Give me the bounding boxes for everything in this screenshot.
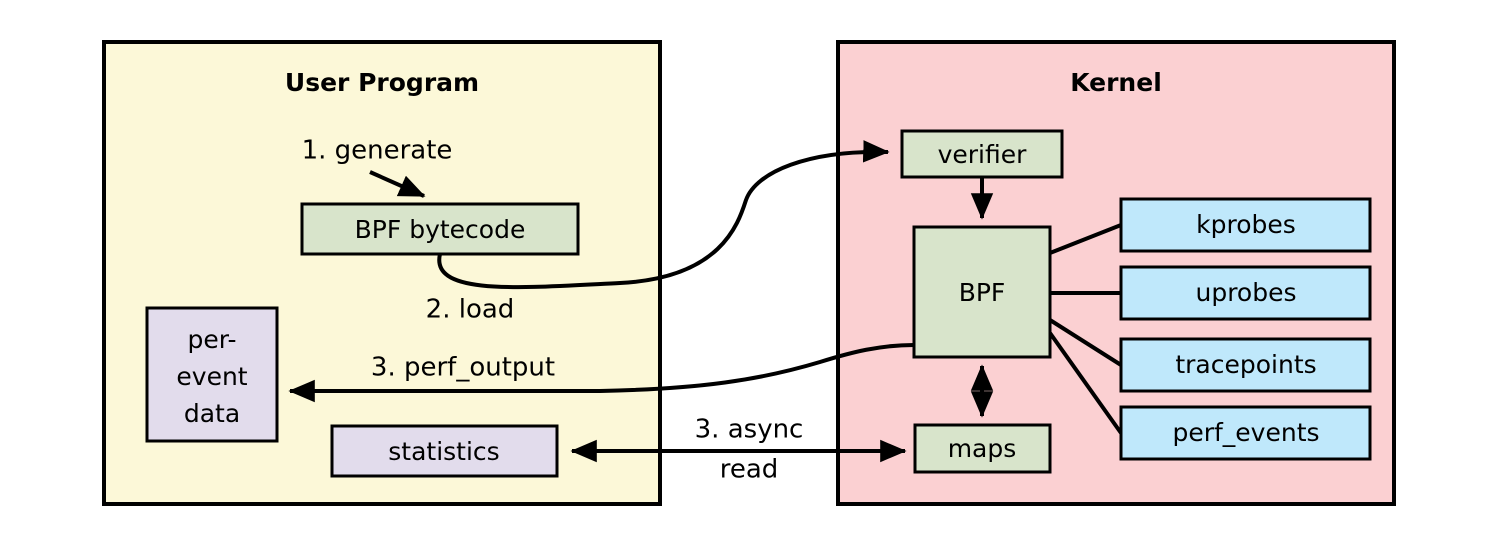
statistics-rect[interactable] [330, 424, 559, 478]
box-bpf-bytecode[interactable]: BPF bytecode [300, 202, 580, 256]
perf-events-label: perf_events [1172, 418, 1319, 447]
statistics-label: statistics [388, 437, 499, 466]
label-generate: 1. generate [302, 136, 453, 166]
kprobes-rect[interactable] [1119, 197, 1372, 253]
edge-generate-arrow [369, 170, 426, 198]
bpf-rect[interactable] [912, 225, 1052, 359]
kprobes-label: kprobes [1196, 210, 1296, 239]
edge-perf-output-arrow [288, 343, 915, 403]
edge-load-arrow [437, 140, 890, 290]
verifier-label: verifier [938, 140, 1028, 169]
edge-bpf-to-tracepoints [1048, 318, 1123, 367]
kernel-title: Kernel [1070, 68, 1162, 97]
tracepoints-label: tracepoints [1175, 350, 1316, 379]
maps-label: maps [948, 434, 1017, 463]
box-uprobes[interactable]: uprobes [1119, 265, 1372, 321]
bpf-label: BPF [959, 278, 1006, 307]
box-per-event-data[interactable]: per- event data [145, 306, 279, 443]
box-tracepoints[interactable]: tracepoints [1119, 337, 1372, 393]
label-perf-output: 3. perf_output [371, 353, 555, 383]
label-async-read-line2: read [720, 455, 779, 485]
box-maps[interactable]: maps [913, 423, 1052, 474]
per-event-data-label-line2: event [176, 362, 247, 391]
tracepoints-rect[interactable] [1119, 337, 1372, 393]
box-bpf[interactable]: BPF [912, 225, 1052, 359]
per-event-data-label-line1: per- [188, 325, 237, 354]
bpf-bytecode-rect[interactable] [300, 202, 580, 256]
per-event-data-label-line3: data [184, 399, 240, 428]
edge-bpf-to-perf-events [1048, 331, 1123, 435]
perf-events-rect[interactable] [1119, 405, 1372, 461]
box-perf-events[interactable]: perf_events [1119, 405, 1372, 461]
edge-bpf-to-kprobes [1049, 223, 1122, 255]
uprobes-rect[interactable] [1119, 265, 1372, 321]
box-verifier[interactable]: verifier [900, 129, 1064, 179]
per-event-data-rect[interactable] [145, 306, 279, 443]
label-load: 2. load [426, 295, 515, 325]
box-statistics[interactable]: statistics [330, 424, 559, 478]
maps-rect[interactable] [913, 423, 1052, 474]
user-program-title: User Program [285, 68, 479, 97]
bpf-bytecode-label: BPF bytecode [355, 215, 526, 244]
verifier-rect[interactable] [900, 129, 1064, 179]
uprobes-label: uprobes [1195, 278, 1296, 307]
label-async-read-line1: 3. async [695, 415, 804, 445]
box-kprobes[interactable]: kprobes [1119, 197, 1372, 253]
